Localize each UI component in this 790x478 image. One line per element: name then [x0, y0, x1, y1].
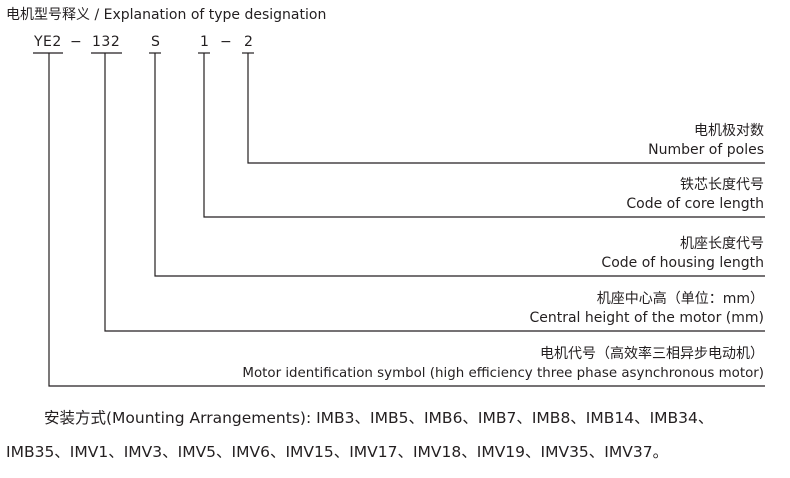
- code-part-housing-length: S: [151, 34, 161, 50]
- code-separator: −: [70, 34, 82, 50]
- code-part-core-length: 1: [200, 34, 210, 50]
- explanation-en: Number of poles: [648, 142, 764, 158]
- explanation-cn: 电机极对数: [694, 123, 764, 139]
- explanation-poles: 电机极对数 Number of poles: [648, 122, 764, 160]
- code-part-poles: 2: [244, 34, 254, 50]
- leader-core-length: [203, 53, 765, 218]
- mounting-line-2: IMB35、IMV1、IMV3、IMV5、IMV6、IMV15、IMV17、IM…: [6, 443, 669, 461]
- leader-housing-length: [154, 53, 765, 277]
- leader-frame: [104, 53, 765, 332]
- code-separator: −: [220, 34, 232, 50]
- diagram-title: 电机型号释义 / Explanation of type designation: [6, 7, 327, 23]
- explanation-en: Code of core length: [626, 196, 764, 212]
- leader-poles: [247, 53, 765, 164]
- explanation-en: Motor identification symbol (high effici…: [242, 366, 764, 381]
- explanation-cn: 机座长度代号: [680, 236, 764, 252]
- explanation-cn: 机座中心高（单位：mm）: [596, 291, 764, 307]
- code-part-frame: 132: [92, 34, 121, 50]
- explanation-cn: 铁芯长度代号: [680, 177, 764, 193]
- code-part-series: YE2: [34, 34, 62, 50]
- explanation-frame-height: 机座中心高（单位：mm） Central height of the motor…: [529, 290, 764, 328]
- mounting-line-1: 安装方式(Mounting Arrangements): IMB3、IMB5、I…: [44, 409, 714, 427]
- explanation-motor-symbol: 电机代号（高效率三相异步电动机） Motor identification sy…: [242, 345, 764, 383]
- leader-series: [48, 53, 765, 387]
- explanation-housing-length: 机座长度代号 Code of housing length: [601, 235, 764, 273]
- explanation-en: Central height of the motor (mm): [529, 310, 764, 326]
- explanation-en: Code of housing length: [601, 255, 764, 271]
- explanation-cn: 电机代号（高效率三相异步电动机）: [540, 346, 764, 362]
- explanation-core-length: 铁芯长度代号 Code of core length: [626, 176, 764, 214]
